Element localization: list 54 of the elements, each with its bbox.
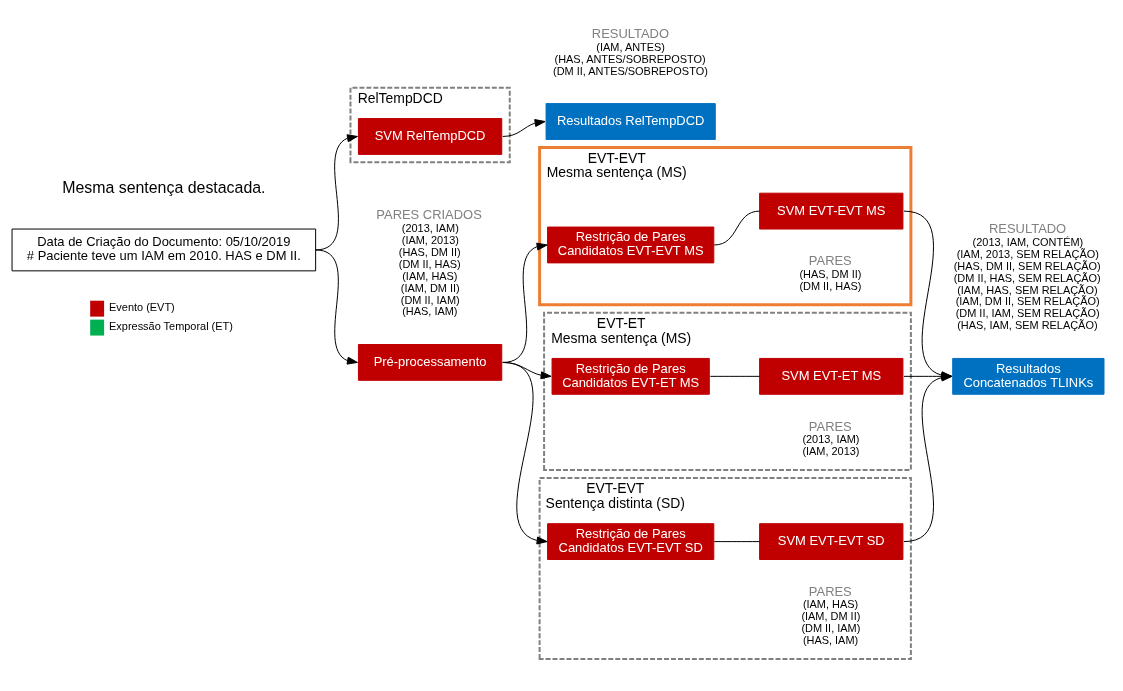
- node-label: (IAM, DM II): [801, 610, 861, 623]
- node-label: (DM II, HAS): [398, 257, 461, 270]
- node-label: RESULTADO: [591, 26, 670, 42]
- node-label: (2013, IAM, CONTÉM): [972, 235, 1084, 248]
- node-label: (DM II, IAM): [801, 621, 861, 634]
- node-label: (HAS, IAM): [802, 633, 859, 646]
- node-label: (DM II, HAS): [799, 279, 862, 292]
- node-label: (IAM, 2013, SEM RELAÇÃO): [956, 247, 1099, 260]
- node-box: Resultados Concatenados TLINKs: [952, 357, 1105, 395]
- node-label: (HAS, IAM, SEM RELAÇÃO): [957, 319, 1098, 332]
- node-label: (HAS, IAM): [402, 305, 458, 318]
- node-label: (IAM, 2013): [401, 233, 459, 246]
- arrow: [502, 361, 548, 545]
- node-label: (2013, IAM): [401, 221, 459, 234]
- node-label: (IAM, 2013): [802, 444, 860, 457]
- node-label: PARES: [808, 253, 852, 269]
- node-label: (IAM, DM II): [400, 281, 460, 294]
- node-label: (2013, IAM): [802, 432, 860, 445]
- node-label: (IAM, DM II, SEM RELAÇÃO): [955, 295, 1100, 308]
- node-box: Data de Criação do Documento: 05/10/2019 # Paciente teve um IAM em 2010. HAS e DM II.: [11, 228, 317, 272]
- node-box: Pré-processamento: [357, 344, 503, 381]
- node-box: SVM RelTempDCD: [357, 118, 503, 155]
- node-box: SVM EVT-EVT MS: [759, 192, 904, 230]
- node-label: RESULTADO: [989, 221, 1067, 237]
- node-box: SVM EVT-EVT SD: [759, 523, 904, 560]
- node-label: (DM II, IAM): [400, 293, 460, 306]
- node-box: SVM EVT-ET MS: [759, 357, 904, 395]
- node-label: (HAS, DM II, SEM RELAÇÃO): [953, 259, 1101, 272]
- node-label: (HAS, ANTES/SOBREPOSTO): [554, 52, 706, 65]
- node-label: (HAS, DM II): [398, 245, 461, 258]
- node-label: (IAM, HAS, SEM RELAÇÃO): [957, 283, 1098, 296]
- node-label: (IAM, HAS): [802, 598, 859, 611]
- node-label: PARES: [808, 418, 852, 434]
- node-box: Restrição de Pares Candidatos EVT-ET MS: [551, 357, 710, 395]
- node-label: PARES CRIADOS: [376, 207, 482, 223]
- arrow: [502, 119, 546, 137]
- node-label: (DM II, HAS, SEM RELAÇÃO): [953, 271, 1101, 284]
- legend-label: Expressão Temporal (ET): [109, 320, 233, 333]
- arrow: [315, 249, 358, 365]
- connector: [709, 375, 761, 377]
- arrow: [315, 134, 358, 251]
- node-label: (IAM, HAS): [402, 269, 458, 282]
- node-box: Restrição de Pares Candidatos EVT-EVT SD: [547, 523, 715, 560]
- node-label: (HAS, DM II): [799, 267, 862, 280]
- connector: [713, 541, 761, 543]
- connector: [713, 210, 761, 246]
- node-label: (IAM, ANTES): [596, 40, 666, 53]
- node-label: (DM II, IAM, SEM RELAÇÃO): [955, 307, 1100, 320]
- label: Mesma sentença destacada.: [62, 179, 266, 196]
- node-label: (DM II, ANTES/SOBREPOSTO): [553, 64, 708, 77]
- legend-label: Evento (EVT): [109, 301, 175, 314]
- node-box: Resultados RelTempDCD: [545, 103, 716, 140]
- node-box: Restrição de Pares Candidatos EVT-EVT MS: [547, 226, 715, 264]
- node-label: PARES: [808, 583, 852, 599]
